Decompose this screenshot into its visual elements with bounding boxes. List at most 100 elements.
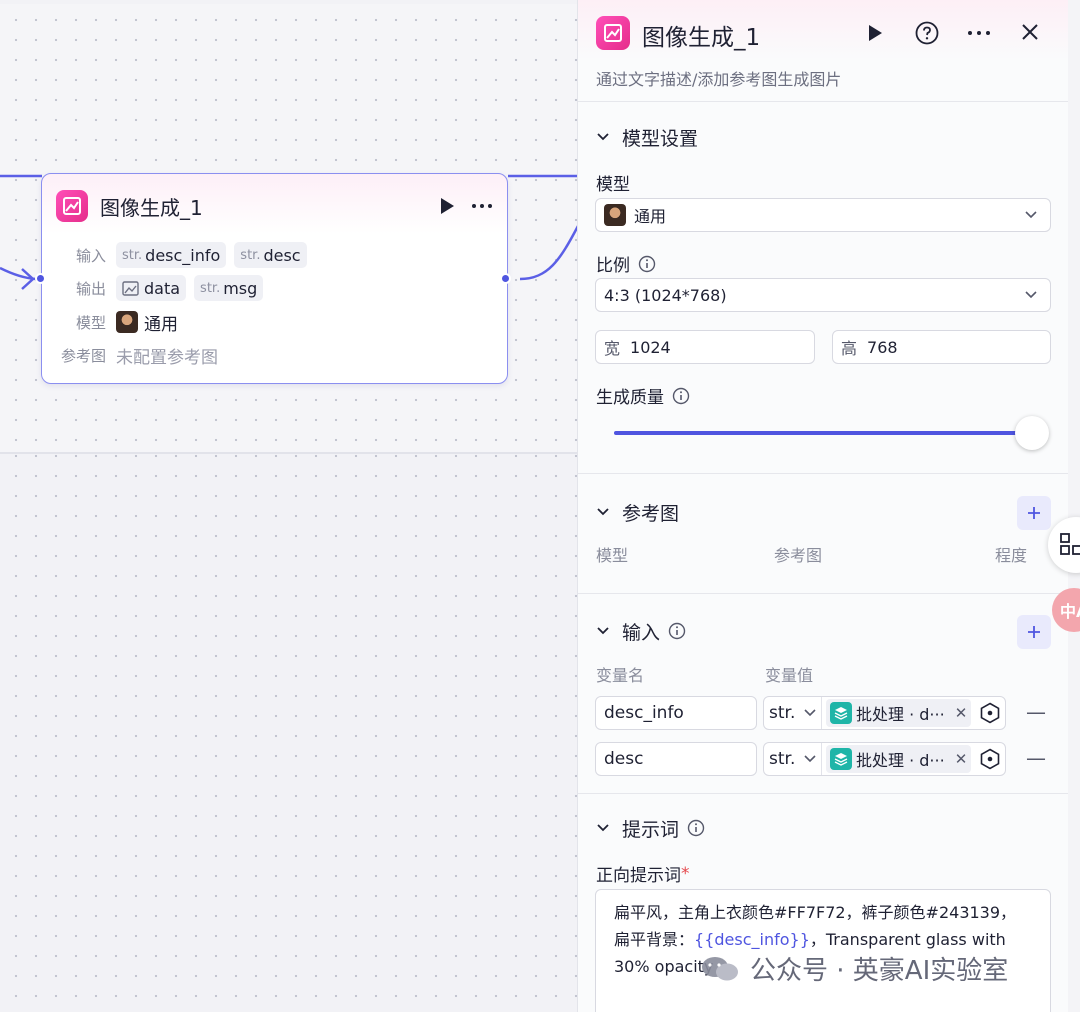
watermark: 公众号 · 英豪AI实验室 (700, 950, 1008, 987)
positive-prompt-textarea[interactable]: 扁平风，主角上衣颜色#FF7F72，裤子颜色#243139，扁平背景：{{des… (595, 889, 1051, 1012)
ratio-select[interactable]: 4:3 (1024*768) (595, 278, 1051, 312)
node-header: 图像生成_1 (56, 190, 493, 222)
image-generation-icon (56, 190, 88, 222)
more-icon[interactable] (967, 30, 991, 36)
info-icon[interactable] (672, 387, 690, 405)
edge-arrow (21, 268, 35, 290)
chevron-down-icon (1025, 291, 1037, 299)
model-settings-header[interactable]: 模型设置 (596, 123, 698, 151)
quality-label: 生成质量 (596, 383, 690, 408)
node-input-tag: str.desc_info (116, 242, 227, 268)
node-output-label: 输出 (75, 279, 106, 298)
chevron-down-icon (804, 755, 816, 763)
chevron-down-icon (597, 824, 609, 832)
run-icon[interactable] (439, 197, 455, 215)
layers-icon (830, 702, 852, 724)
image-icon (122, 280, 139, 296)
info-icon[interactable] (638, 255, 656, 273)
var-name-input[interactable]: desc_info (595, 696, 757, 730)
ref-col-degree: 程度 (995, 546, 1028, 565)
divider (578, 593, 1068, 594)
target-icon[interactable] (979, 702, 1001, 724)
var-ref-chip[interactable]: 批处理 · d··· ✕ (826, 699, 972, 727)
var-type-select[interactable]: str. (764, 697, 822, 729)
node-input-row: 输入 str.desc_info str.desc (42, 242, 307, 268)
model-select[interactable]: 通用 (595, 198, 1051, 232)
node-settings-panel: 图像生成_1 通过文字描述/添加参考图生成图片 模型设置 模型 通用 比例 4:… (577, 0, 1068, 1012)
panel-description: 通过文字描述/添加参考图生成图片 (596, 70, 842, 89)
node-model-row: 模型 通用 (42, 309, 178, 335)
var-ref-chip[interactable]: 批处理 · d··· ✕ (826, 745, 972, 773)
target-icon[interactable] (979, 748, 1001, 770)
node-ref-label: 参考图 (60, 346, 106, 365)
image-generation-node[interactable]: 图像生成_1 输入 str.desc_info str.desc 输出 data… (35, 173, 511, 384)
input-col-name: 变量名 (596, 666, 645, 685)
input-port[interactable] (35, 273, 46, 284)
chevron-down-icon (1025, 211, 1037, 219)
positive-prompt-label: 正向提示词* (596, 863, 690, 887)
add-input-button[interactable] (1017, 615, 1051, 649)
height-input[interactable]: 高 768 (832, 330, 1051, 364)
divider (578, 473, 1068, 474)
info-icon[interactable] (668, 622, 686, 640)
node-ref-row: 参考图 未配置参考图 (42, 342, 218, 368)
grid-icon (1060, 533, 1080, 555)
workflow-canvas[interactable]: 图像生成_1 输入 str.desc_info str.desc 输出 data… (0, 0, 580, 1012)
model-avatar (116, 311, 138, 333)
input-col-value: 变量值 (765, 666, 814, 685)
panel-header: 图像生成_1 通过文字描述/添加参考图生成图片 (578, 0, 1068, 102)
node-ref-value: 未配置参考图 (116, 347, 218, 368)
model-label: 模型 (596, 175, 630, 195)
quality-slider-track[interactable] (614, 431, 1032, 435)
node-input-tag: str.desc (234, 242, 307, 268)
translate-icon: 中A (1060, 602, 1080, 621)
ref-col-image: 参考图 (774, 546, 823, 565)
output-port[interactable] (500, 273, 511, 284)
chevron-down-icon (804, 709, 816, 717)
node-model-value: 通用 (116, 310, 178, 335)
node-output-tag: str.msg (194, 275, 264, 301)
more-icon[interactable] (471, 203, 493, 209)
quality-slider-thumb[interactable] (1015, 416, 1049, 450)
help-icon[interactable] (915, 21, 939, 45)
close-icon[interactable] (1021, 23, 1039, 41)
ratio-label: 比例 (596, 251, 656, 276)
prompt-variable: {{desc_info}} (694, 930, 810, 949)
canvas-edges (0, 174, 580, 290)
node-model-label: 模型 (75, 313, 106, 332)
ref-section-header[interactable]: 参考图 (596, 498, 679, 526)
node-output-row: 输出 data str.msg (42, 275, 264, 301)
ref-col-model: 模型 (596, 546, 629, 565)
node-input-label: 输入 (75, 246, 106, 265)
chevron-down-icon (597, 133, 609, 141)
image-generation-icon (596, 16, 630, 50)
remove-row-button[interactable]: — (1026, 746, 1046, 770)
width-input[interactable]: 宽 1024 (595, 330, 815, 364)
node-output-tag: data (116, 275, 187, 301)
var-type-select[interactable]: str. (764, 743, 822, 775)
floating-translate-button[interactable]: 中A (1052, 588, 1080, 632)
panel-title: 图像生成_1 (642, 25, 761, 51)
chevron-down-icon (597, 627, 609, 635)
floating-apps-button[interactable] (1048, 517, 1080, 573)
var-name-input[interactable]: desc (595, 742, 757, 776)
layers-icon (830, 748, 852, 770)
var-value-field[interactable]: str. 批处理 · d··· ✕ (763, 742, 1006, 776)
remove-row-button[interactable]: — (1026, 700, 1046, 724)
plus-icon (1028, 507, 1040, 519)
var-value-field[interactable]: str. 批处理 · d··· ✕ (763, 696, 1006, 730)
wechat-logo-icon (702, 956, 738, 980)
info-icon[interactable] (687, 819, 705, 837)
remove-ref-icon[interactable]: ✕ (954, 750, 968, 768)
prompt-section-header[interactable]: 提示词 (596, 814, 705, 842)
chevron-down-icon (597, 508, 609, 516)
model-avatar (604, 204, 626, 226)
divider (578, 793, 1068, 794)
edge-outgoing (519, 225, 580, 281)
run-icon[interactable] (867, 24, 883, 42)
node-title: 图像生成_1 (100, 195, 203, 220)
input-section-header[interactable]: 输入 (596, 617, 686, 645)
plus-icon (1028, 626, 1040, 638)
add-ref-button[interactable] (1017, 496, 1051, 530)
remove-ref-icon[interactable]: ✕ (954, 704, 968, 722)
